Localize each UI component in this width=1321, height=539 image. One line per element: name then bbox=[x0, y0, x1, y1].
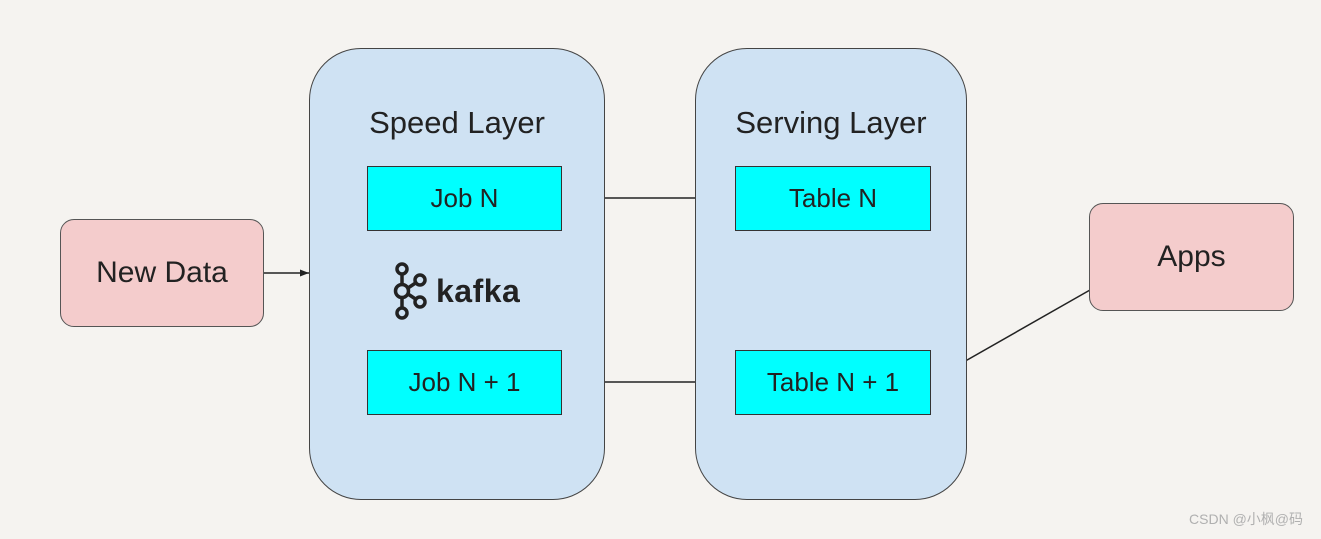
job-n-label: Job N bbox=[430, 183, 499, 213]
new-data-box: New Data bbox=[60, 219, 264, 327]
watermark: CSDN @小枫@码 bbox=[1189, 511, 1303, 527]
job-n-plus-1-label: Job N + 1 bbox=[408, 367, 521, 397]
kafka-wordmark: kafka bbox=[436, 272, 521, 309]
serving-layer: Serving Layer bbox=[695, 48, 967, 500]
apps-label: Apps bbox=[1157, 240, 1226, 273]
kafka-logo: kafka bbox=[392, 262, 520, 320]
table-n-label: Table N bbox=[788, 183, 878, 213]
apps-box: Apps bbox=[1089, 203, 1294, 311]
new-data-label: New Data bbox=[96, 256, 228, 289]
table-n-plus-1-label: Table N + 1 bbox=[766, 367, 900, 397]
table-n-box: Table N bbox=[735, 166, 931, 231]
kafka-icon bbox=[393, 262, 427, 320]
speed-layer-title: Speed Layer bbox=[369, 105, 545, 140]
serving-layer-title: Serving Layer bbox=[735, 105, 927, 140]
job-n-plus-1-box: Job N + 1 bbox=[367, 350, 562, 415]
table-n-plus-1-box: Table N + 1 bbox=[735, 350, 931, 415]
speed-layer: Speed Layer bbox=[309, 48, 605, 500]
job-n-box: Job N bbox=[367, 166, 562, 231]
